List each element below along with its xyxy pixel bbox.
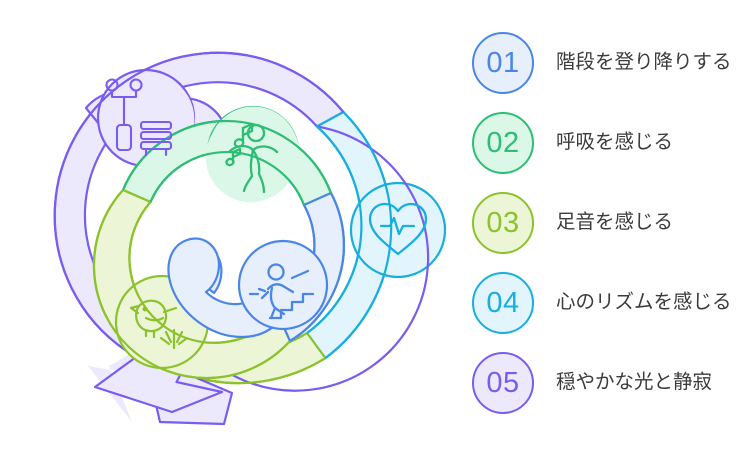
legend-item-03[interactable]: 03 足音を感じる [466,183,751,263]
legend-number-04: 04 [486,286,520,319]
legend-item-04[interactable]: 04 心のリズムを感じる [466,263,751,343]
spiral-diagram [53,51,447,426]
legend-number-02: 02 [486,126,520,159]
legend-list: 01 階段を登り降りする 02 呼吸を感じる 03 足音を感じる 04 心のリズ… [466,0,751,450]
legend-badge-02: 02 [472,112,534,174]
outer-ring-outlines [53,51,430,392]
legend-number-05: 05 [486,366,520,399]
dancing-person-music-icon [225,122,279,194]
legend-label-02: 呼吸を感じる [556,131,674,154]
legend-badge-05: 05 [472,352,534,414]
legend-badge-04: 04 [472,272,534,334]
legend-item-05[interactable]: 05 穏やかな光と静寂 [466,343,751,423]
legend-label-04: 心のリズムを感じる [556,291,732,314]
person-climbing-stairs-icon [248,263,315,320]
legend-badge-03: 03 [472,192,534,254]
legend-item-01[interactable]: 01 階段を登り降りする [466,23,751,103]
legend-number-01: 01 [486,46,520,79]
park-lamp-bench-icon [105,78,173,157]
bird-grass-icon [129,299,189,350]
legend-label-03: 足音を感じる [556,211,674,234]
legend-badge-01: 01 [472,32,534,94]
legend-number-03: 03 [486,206,520,239]
inner-blue-tail [167,237,329,339]
legend-label-01: 階段を登り降りする [556,51,732,74]
heart-pulse-icon [368,202,428,256]
legend-item-02[interactable]: 02 呼吸を感じる [466,103,751,183]
legend-label-05: 穏やかな光と静寂 [556,371,713,394]
